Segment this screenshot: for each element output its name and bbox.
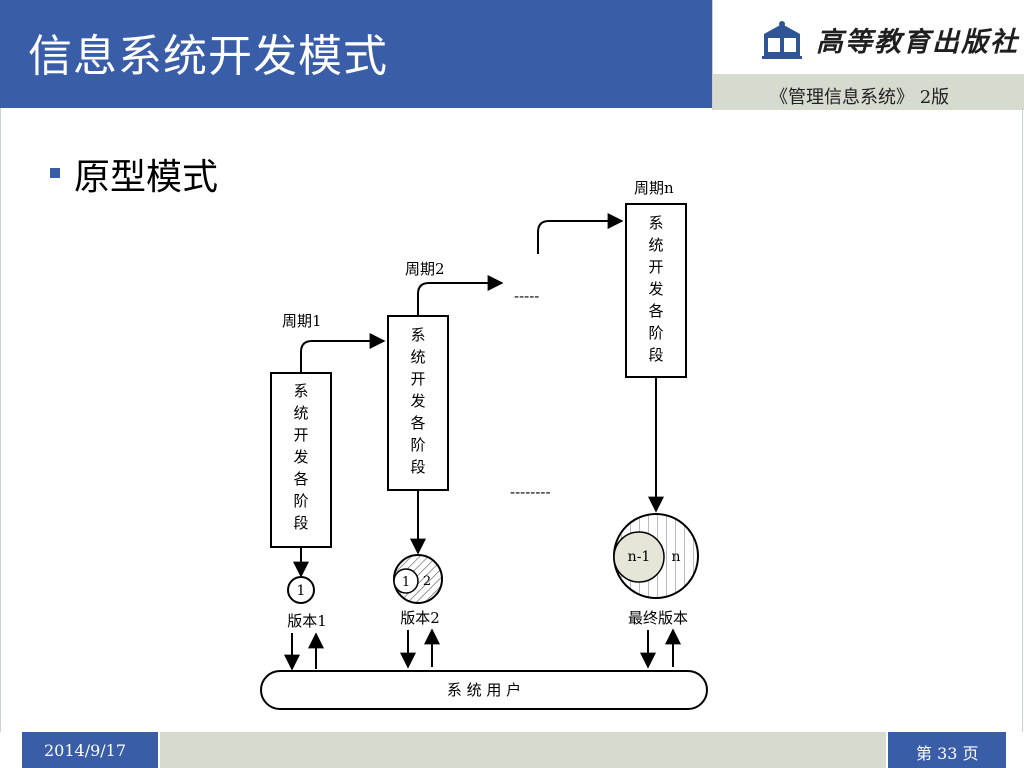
version-1-circle-label: 1 — [297, 583, 306, 599]
publisher-name: 高等教育出版社 — [816, 27, 1019, 58]
box-char: 系 — [293, 382, 308, 400]
box-char: 段 — [410, 458, 425, 476]
cycle-n-arrow — [537, 213, 624, 254]
final-version-inner-circle — [613, 531, 665, 583]
box-char: 各 — [648, 302, 663, 320]
version-1-circle — [287, 576, 315, 604]
footer-date: 2014/9/17 — [44, 741, 127, 760]
cycle-n-label: 周期n — [634, 179, 674, 197]
cycle-1-label: 周期1 — [282, 312, 322, 330]
box-char: 统 — [293, 404, 308, 422]
cycle-2-label: 周期2 — [405, 260, 445, 278]
title-bar — [0, 0, 712, 108]
bullet-text: 原型模式 — [74, 157, 219, 198]
box-char: 阶 — [293, 492, 308, 510]
footer-bar — [160, 732, 886, 768]
frame-right — [1022, 108, 1023, 732]
final-version-circle-label-2: n — [671, 549, 680, 565]
page-number: 第 33 页 — [916, 744, 979, 763]
book-title: 《管理信息系统》 2版 — [770, 87, 950, 108]
cycle-1-box-text: 系统开发各阶段 — [293, 382, 308, 532]
box-char: 统 — [648, 236, 663, 254]
cycle-1-arrow — [300, 333, 386, 373]
cycle-n-box — [625, 203, 687, 378]
system-users-label: 系 统 用 户 — [447, 681, 521, 699]
cycle-n-box-text: 系统开发各阶段 — [648, 214, 663, 364]
bullet-marker — [50, 168, 60, 178]
version-2-circle-label-2: 2 — [423, 574, 431, 589]
box-char: 开 — [293, 426, 308, 444]
box-char: 开 — [648, 258, 663, 276]
box-char: 发 — [410, 392, 425, 410]
box-char: 系 — [410, 326, 425, 344]
cycle-2-arrow — [417, 275, 504, 316]
box-char: 各 — [293, 470, 308, 488]
cycle-2-box-text: 系统开发各阶段 — [410, 326, 425, 476]
box-char: 统 — [410, 348, 425, 366]
final-version-label: 最终版本 — [628, 609, 688, 627]
system-users-box — [260, 670, 708, 710]
frame-left — [0, 108, 1, 732]
version-1-label: 版本1 — [287, 612, 327, 630]
box-char: 段 — [648, 346, 663, 364]
version-2-inner-circle — [393, 568, 419, 594]
cycle-2-box — [387, 315, 449, 491]
box-char: 阶 — [410, 436, 425, 454]
book-bar — [712, 74, 1024, 110]
version-2-label: 版本2 — [400, 609, 440, 627]
ellipsis-top: ----- — [514, 287, 539, 305]
box-char: 段 — [293, 514, 308, 532]
box-char: 发 — [648, 280, 663, 298]
box-char: 系 — [648, 214, 663, 232]
footer-page-box — [888, 732, 1006, 768]
box-char: 各 — [410, 414, 425, 432]
box-char: 发 — [293, 448, 308, 466]
box-char: 阶 — [648, 324, 663, 342]
box-char: 开 — [410, 370, 425, 388]
footer-date-box — [22, 732, 158, 768]
final-version-circle-label-1: n-1 — [628, 549, 651, 565]
version-2-circle-label-1: 1 — [402, 575, 410, 590]
ellipsis-bottom: -------- — [510, 483, 551, 501]
page-title: 信息系统开发模式 — [28, 31, 388, 82]
